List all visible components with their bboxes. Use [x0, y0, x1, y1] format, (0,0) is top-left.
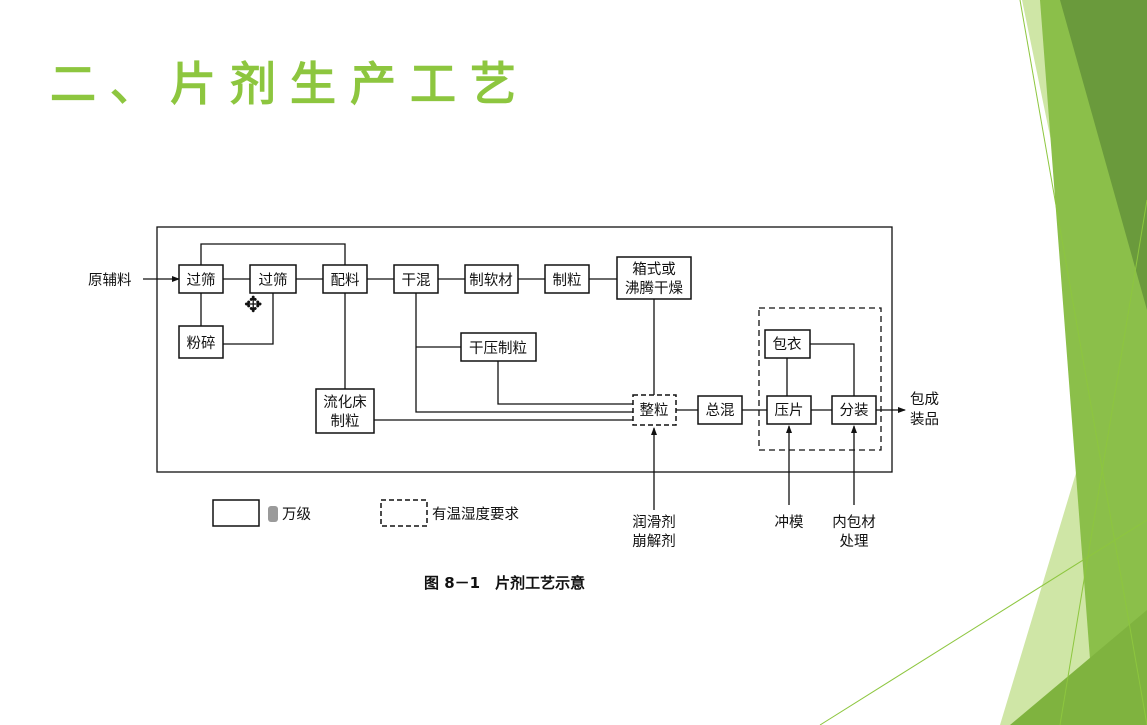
node-drymix-box [393, 264, 439, 294]
node-sieve1-label: 过筛 [187, 272, 216, 289]
inner-pack-label-line2: 处理 [840, 533, 869, 550]
node-crush-label: 粉碎 [187, 335, 216, 352]
punch-label: 冲模 [775, 514, 804, 531]
humidity-zone [758, 307, 882, 451]
legend-solid-label: 万级 [282, 506, 311, 523]
node-batching-label: 配料 [331, 272, 360, 289]
lubricant-label-line1: 润滑剂 [632, 514, 676, 531]
move-cursor-icon: ✥ [244, 293, 262, 318]
node-finalmix-label: 总混 [706, 402, 735, 419]
deco-bottom-panel [1010, 610, 1147, 725]
legend-solid-box [212, 499, 260, 527]
node-sizing-label: 整粒 [640, 402, 669, 419]
node-fluidbed-box [315, 388, 375, 434]
node-wetmass-label: 制软材 [469, 272, 513, 289]
node-sizing-box [632, 394, 677, 426]
input-label: 原辅料 [88, 272, 132, 289]
connector-coating-packaging [810, 343, 855, 396]
node-drypress-box [460, 332, 537, 362]
output-label-line2: 装品 [910, 411, 939, 428]
node-coating-label: 包衣 [773, 336, 802, 353]
node-drymix-label: 干混 [402, 272, 431, 289]
legend-dashed-box [380, 499, 428, 527]
node-fluidbed-label-line2: 制粒 [331, 413, 360, 430]
node-sieve2-label: 过筛 [259, 272, 288, 289]
deco-dark-panel [1060, 0, 1147, 310]
connector-crush-sieve2 [223, 293, 274, 345]
connector-sieve1-bypass [200, 243, 346, 265]
node-packaging-box [831, 395, 877, 425]
deco-line-3 [1059, 199, 1147, 725]
node-sieve2-box [249, 264, 297, 294]
node-granulate-label: 制粒 [553, 272, 582, 289]
slide-title: 二、片剂生产工艺 [50, 57, 530, 111]
node-dryer-label-line2: 沸腾干燥 [625, 280, 683, 297]
node-batching-box [322, 264, 368, 294]
connector-drypress-sizing [497, 361, 633, 405]
lubricant-label-line2: 崩解剂 [632, 533, 676, 550]
output-label-line1: 包成 [910, 391, 939, 408]
node-granulate-box [544, 264, 590, 294]
node-dryer-label-line1: 箱式或 [632, 261, 676, 278]
node-dryer-box [616, 256, 692, 300]
legend-dashed-label: 有温湿度要求 [432, 506, 519, 523]
figure-caption: 图 8－1 片剂工艺示意 [424, 574, 585, 592]
node-press-label: 压片 [775, 402, 804, 419]
node-packaging-label: 分装 [840, 402, 869, 419]
node-fluidbed-label-line1: 流化床 [323, 394, 367, 411]
node-coating-box [764, 329, 811, 359]
connector-drymix-sizing [415, 293, 633, 413]
inner-pack-label-line1: 内包材 [832, 514, 876, 531]
deco-line-1 [1019, 0, 1147, 725]
node-wetmass-box [464, 264, 519, 294]
node-press-box [766, 395, 812, 425]
deco-line-2 [819, 519, 1147, 725]
node-drypress-label: 干压制粒 [469, 340, 527, 357]
legend-gray-mark [268, 506, 278, 522]
diagram-outer-frame [156, 226, 893, 473]
node-finalmix-box [697, 395, 743, 425]
node-sieve1-box [178, 264, 224, 294]
node-crush-box [178, 325, 224, 359]
